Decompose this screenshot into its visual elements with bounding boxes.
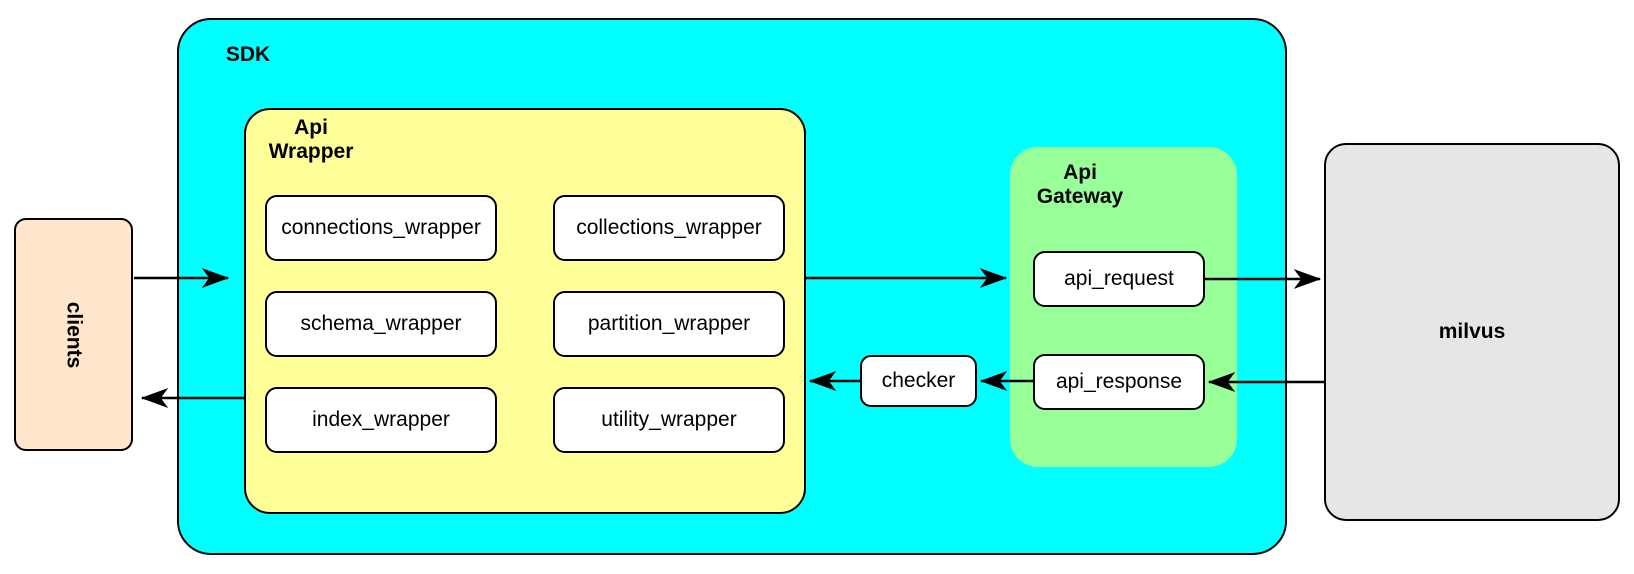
node-index-wrapper[interactable]: index_wrapper (265, 387, 497, 453)
node-partition-wrapper[interactable]: partition_wrapper (553, 291, 785, 357)
node-api-response[interactable]: api_response (1033, 354, 1205, 410)
node-milvus[interactable]: milvus (1324, 143, 1620, 521)
container-api-gateway (1010, 147, 1237, 467)
node-collections-wrapper[interactable]: collections_wrapper (553, 195, 785, 261)
container-sdk-label: SDK (225, 43, 271, 66)
node-api-request[interactable]: api_request (1033, 251, 1205, 307)
node-schema-wrapper[interactable]: schema_wrapper (265, 291, 497, 357)
container-api-wrapper-label: Api Wrapper (268, 116, 354, 164)
node-connections-wrapper[interactable]: connections_wrapper (265, 195, 497, 261)
node-checker[interactable]: checker (860, 355, 977, 407)
node-utility-wrapper[interactable]: utility_wrapper (553, 387, 785, 453)
node-clients[interactable]: clients (14, 218, 133, 451)
container-api-gateway-label: Api Gateway (1036, 161, 1124, 209)
node-clients-label: clients (62, 301, 86, 368)
